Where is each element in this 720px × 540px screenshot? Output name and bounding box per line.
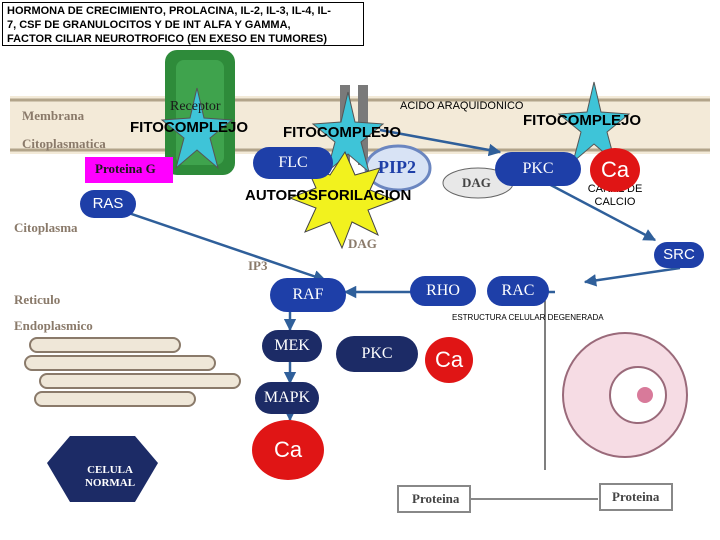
node-pkc-top: PKC [495,152,581,186]
node-rho: RHO [410,276,476,306]
label-proteina-1: Proteina [412,491,460,506]
label-citoplasmatica: Citoplasmatica [22,136,106,151]
calcium-top: Ca [590,148,640,192]
label-endoplasmico: Endoplasmico [14,318,93,333]
label-ip3: IP3 [248,258,268,273]
star-right [557,81,631,164]
label-autofosforilacion: AUTOFOSFORILACION [245,187,412,204]
calcium-bottom: Ca [252,420,324,480]
label-fitocomplejo-3: FITOCOMPLEJO [523,112,642,129]
node-src: SRC [654,242,704,268]
proteina-box-1 [397,485,471,513]
label-acido-araquidonico: ACIDO ARAQUIDONICO [400,100,524,112]
label-celula-line-2: NORMAL [84,477,136,489]
label-estructura-degenerada: ESTRUCTURA CELULAR DEGENERADA [452,313,604,322]
node-raf: RAF [270,278,346,312]
label-celula-line-1: CELULA [87,464,133,476]
calcium-mid: Ca [425,337,473,383]
label-receptor: Receptor [170,99,221,114]
node-pkc-mid: PKC [336,336,418,372]
label-fitocomplejo-2: FITOCOMPLEJO [283,124,402,141]
reticulo-tubes [24,337,241,407]
proteina-g-box [85,157,173,183]
degenerated-nucleolus [637,387,653,403]
star-left [160,87,234,170]
header-line-3: FACTOR CILIAR NEUROTROFICO (EN EXESO EN … [7,33,328,45]
node-rac: RAC [487,276,549,306]
node-mek: MEK [262,330,322,362]
node-mapk: MAPK [255,382,319,414]
label-membrana: Membrana [22,108,85,123]
header-line-1: HORMONA DE CRECIMIENTO, PROLACINA, IL-2,… [7,5,331,17]
celula-normal-shape [47,436,158,502]
proteina-box-2 [599,483,673,511]
label-proteina-g: Proteina G [95,161,156,176]
header-box: HORMONA DE CRECIMIENTO, PROLACINA, IL-2,… [2,2,364,46]
node-flc: FLC [253,147,333,179]
label-dag: DAG [462,175,491,190]
star-middle [311,91,385,174]
label-celula-normal: CELULA NORMAL [72,464,148,490]
label-reticulo: Reticulo [14,292,61,307]
label-citoplasma: Citoplasma [14,220,78,235]
label-canal-line-2: CALCIO [594,196,636,208]
label-pip2: PIP2 [378,157,416,177]
label-fitocomplejo-1: FITOCOMPLEJO [130,119,249,136]
label-dag-2: DAG [348,236,377,251]
header-line-2: 7, CSF DE GRANULOCITOS Y DE INT ALFA Y G… [7,19,291,31]
label-proteina-2: Proteina [612,489,660,504]
node-ras: RAS [80,190,136,218]
